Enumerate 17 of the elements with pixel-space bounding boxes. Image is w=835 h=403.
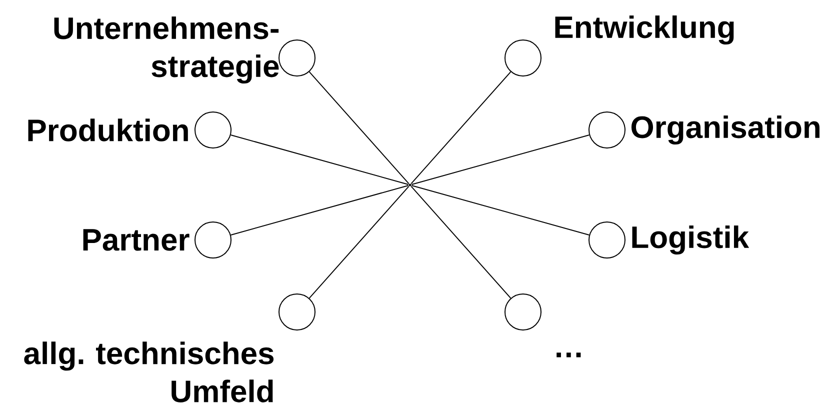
connector-line [230,134,409,186]
node-label: Unternehmens- strategie [54,16,279,84]
node-label: Partner [83,229,190,251]
connector-line [410,186,512,299]
connector-line [230,184,409,236]
connector-line [411,134,590,186]
crossing-point [408,184,412,186]
connector-line [308,186,410,299]
connector-line [308,71,410,184]
node-label: … [556,352,581,358]
node-label: Produktion [28,118,188,142]
node-label: Organisation [631,115,820,144]
node-label: allg. technisches Umfeld [24,342,274,402]
node-label: Entwicklung [555,15,734,44]
connector-line [411,184,590,236]
node-label: Logistik [632,225,750,254]
connector-line [410,71,512,184]
